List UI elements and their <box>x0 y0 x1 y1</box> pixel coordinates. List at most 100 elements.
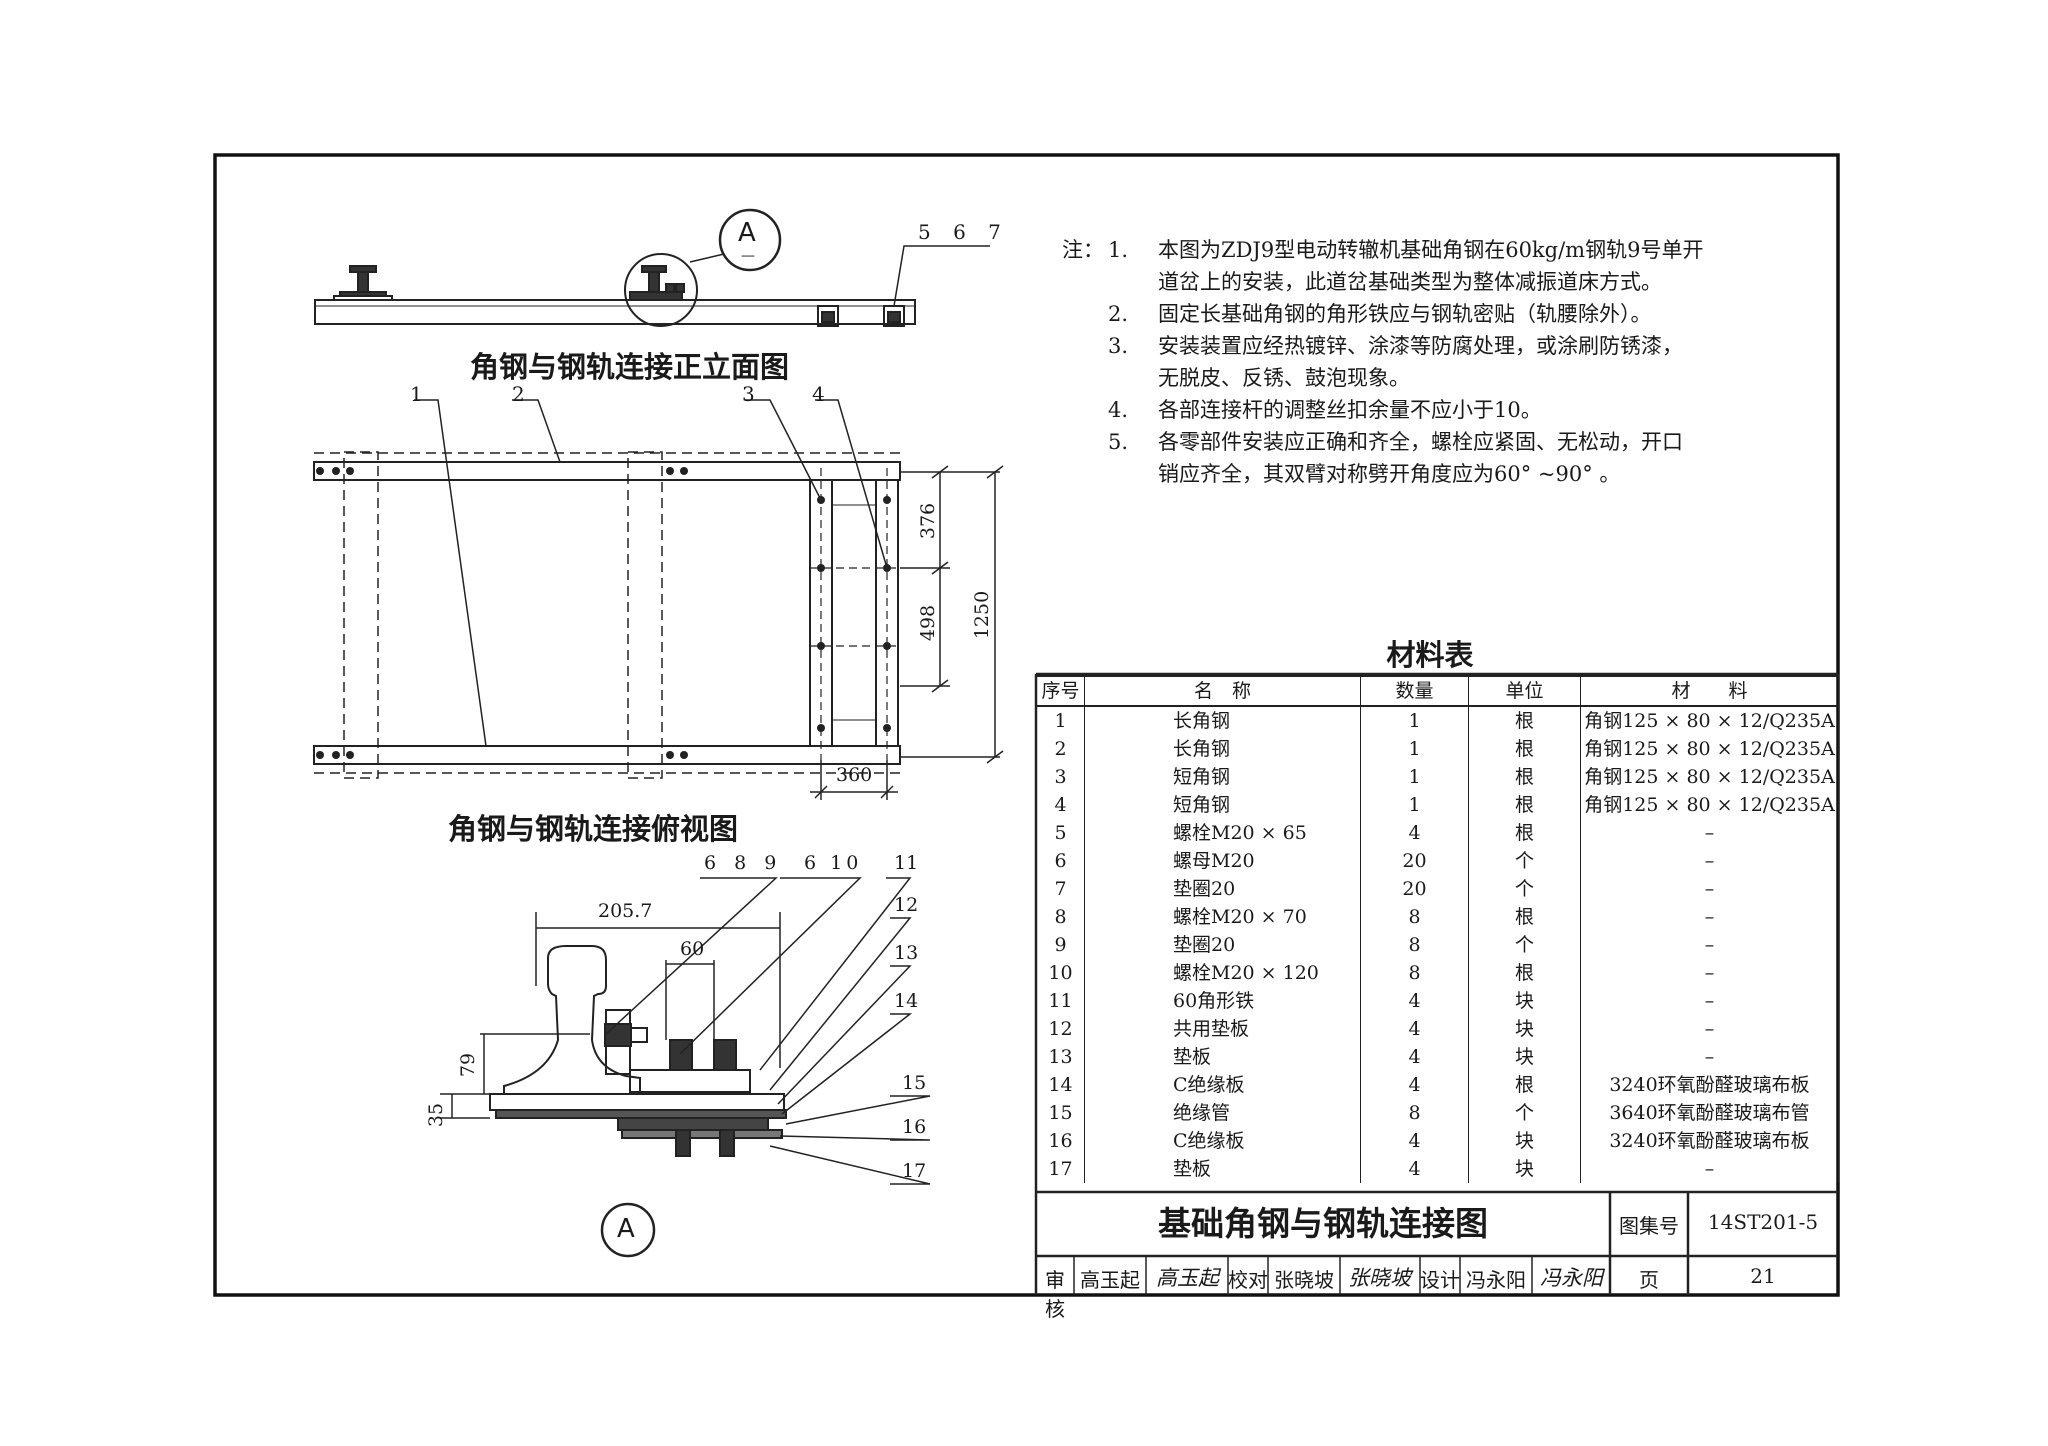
rail-clip-detail-a <box>624 253 698 327</box>
cell-material: – <box>1580 987 1839 1015</box>
detail-leader-689: 6 8 9 <box>704 852 783 874</box>
cell-name: 共用垫板 <box>1084 1015 1361 1043</box>
cell-unit: 根 <box>1468 706 1581 735</box>
cell-material: 角钢125 × 80 × 12/Q235A <box>1580 706 1839 735</box>
cell-name: 垫圈20 <box>1084 931 1361 959</box>
cell-unit: 块 <box>1468 987 1581 1015</box>
cell-index: 3 <box>1036 763 1085 791</box>
elevation-view-title: 角钢与钢轨连接正立面图 <box>470 350 790 384</box>
detail-leader-14: 14 <box>894 990 919 1012</box>
header-unit: 单位 <box>1468 674 1581 707</box>
detail-a-view <box>440 877 931 1185</box>
cell-material: – <box>1580 1155 1839 1183</box>
elevation-callout-sub: — <box>741 248 755 264</box>
cell-name: 螺栓M20 × 70 <box>1084 903 1361 931</box>
cell-index: 16 <box>1036 1127 1085 1155</box>
cell-unit: 块 <box>1468 1043 1581 1071</box>
cell-index: 7 <box>1036 875 1085 903</box>
cell-qty: 20 <box>1360 847 1469 875</box>
cell-index: 6 <box>1036 847 1085 875</box>
note-5-line-1: 各零部件安装应正确和齐全，螺栓应紧固、无松动，开口 <box>1158 430 1683 454</box>
atlas-label: 图集号 <box>1619 1214 1679 1238</box>
detail-leader-610: 6 10 <box>804 852 863 874</box>
cell-qty: 20 <box>1360 875 1469 903</box>
cell-name: 短角钢 <box>1084 763 1361 791</box>
cell-qty: 4 <box>1360 1015 1469 1043</box>
cell-name: 长角钢 <box>1084 735 1361 763</box>
detail-leader-15: 15 <box>902 1072 927 1094</box>
cell-unit: 根 <box>1468 959 1581 987</box>
cell-index: 5 <box>1036 819 1085 847</box>
cell-qty: 4 <box>1360 1155 1469 1183</box>
detail-leader-11: 11 <box>894 852 919 874</box>
detail-leader-17: 17 <box>902 1160 927 1182</box>
elevation-leader-label: 5 6 7 <box>918 220 1009 244</box>
plan-dim-498: 498 <box>917 604 940 642</box>
cell-index: 14 <box>1036 1071 1085 1099</box>
detail-a-bubble <box>600 1202 656 1258</box>
materials-header-row: 序号 名 称 数量 单位 材 料 <box>1036 674 1839 707</box>
cell-name: 垫板 <box>1084 1155 1361 1183</box>
detail-dim-35: 35 <box>425 1102 448 1128</box>
header-index: 序号 <box>1036 674 1085 707</box>
cell-index: 9 <box>1036 931 1085 959</box>
cell-qty: 8 <box>1360 903 1469 931</box>
detail-dim-205: 205.7 <box>598 900 653 922</box>
cell-qty: 4 <box>1360 1127 1469 1155</box>
cell-material: – <box>1580 931 1839 959</box>
cell-material: 3640环氧酚醛玻璃布管 <box>1580 1099 1839 1127</box>
plan-leader-1: 1 <box>410 382 423 406</box>
checker-name: 张晓坡 <box>1274 1268 1334 1292</box>
drawing-title: 基础角钢与钢轨连接图 <box>1158 1204 1488 1243</box>
cell-material: – <box>1580 959 1839 987</box>
cell-qty: 4 <box>1360 1071 1469 1099</box>
cell-qty: 4 <box>1360 819 1469 847</box>
cell-index: 11 <box>1036 987 1085 1015</box>
base-plate <box>489 1093 785 1111</box>
cell-unit: 个 <box>1468 1099 1581 1127</box>
cell-qty: 4 <box>1360 987 1469 1015</box>
notes-block: 注：1.本图为ZDJ9型电动转辙机基础角钢在60kg/m钢轨9号单开 道岔上的安… <box>1062 234 1762 490</box>
plan-view-title: 角钢与钢轨连接俯视图 <box>448 812 739 846</box>
cell-index: 1 <box>1036 706 1085 735</box>
detail-leader-16: 16 <box>902 1116 927 1138</box>
elevation-view <box>314 245 990 327</box>
design-label: 设计 <box>1420 1268 1460 1292</box>
insulating-plate <box>495 1109 787 1119</box>
long-angle-bottom <box>313 745 901 765</box>
cell-material: – <box>1580 1015 1839 1043</box>
checker-signature: 张晓坡 <box>1348 1266 1411 1290</box>
detail-leader-13: 13 <box>894 942 919 964</box>
header-qty: 数量 <box>1360 674 1469 707</box>
atlas-number: 14ST201-5 <box>1707 1210 1819 1234</box>
cell-index: 17 <box>1036 1155 1085 1183</box>
cell-material: – <box>1580 819 1839 847</box>
cell-unit: 块 <box>1468 1127 1581 1155</box>
cell-unit: 个 <box>1468 931 1581 959</box>
cell-material: 角钢125 × 80 × 12/Q235A <box>1580 791 1839 819</box>
cell-index: 2 <box>1036 735 1085 763</box>
cell-unit: 根 <box>1468 1071 1581 1099</box>
cell-unit: 根 <box>1468 903 1581 931</box>
note-3-number: 3. <box>1108 334 1129 358</box>
note-1-number: 1. <box>1108 238 1129 262</box>
cell-index: 10 <box>1036 959 1085 987</box>
note-5-line-2: 销应齐全，其双臂对称劈开角度应为60° ~90° 。 <box>1158 462 1621 486</box>
cell-index: 4 <box>1036 791 1085 819</box>
note-2-number: 2. <box>1108 302 1129 326</box>
cell-unit: 块 <box>1468 1155 1581 1183</box>
